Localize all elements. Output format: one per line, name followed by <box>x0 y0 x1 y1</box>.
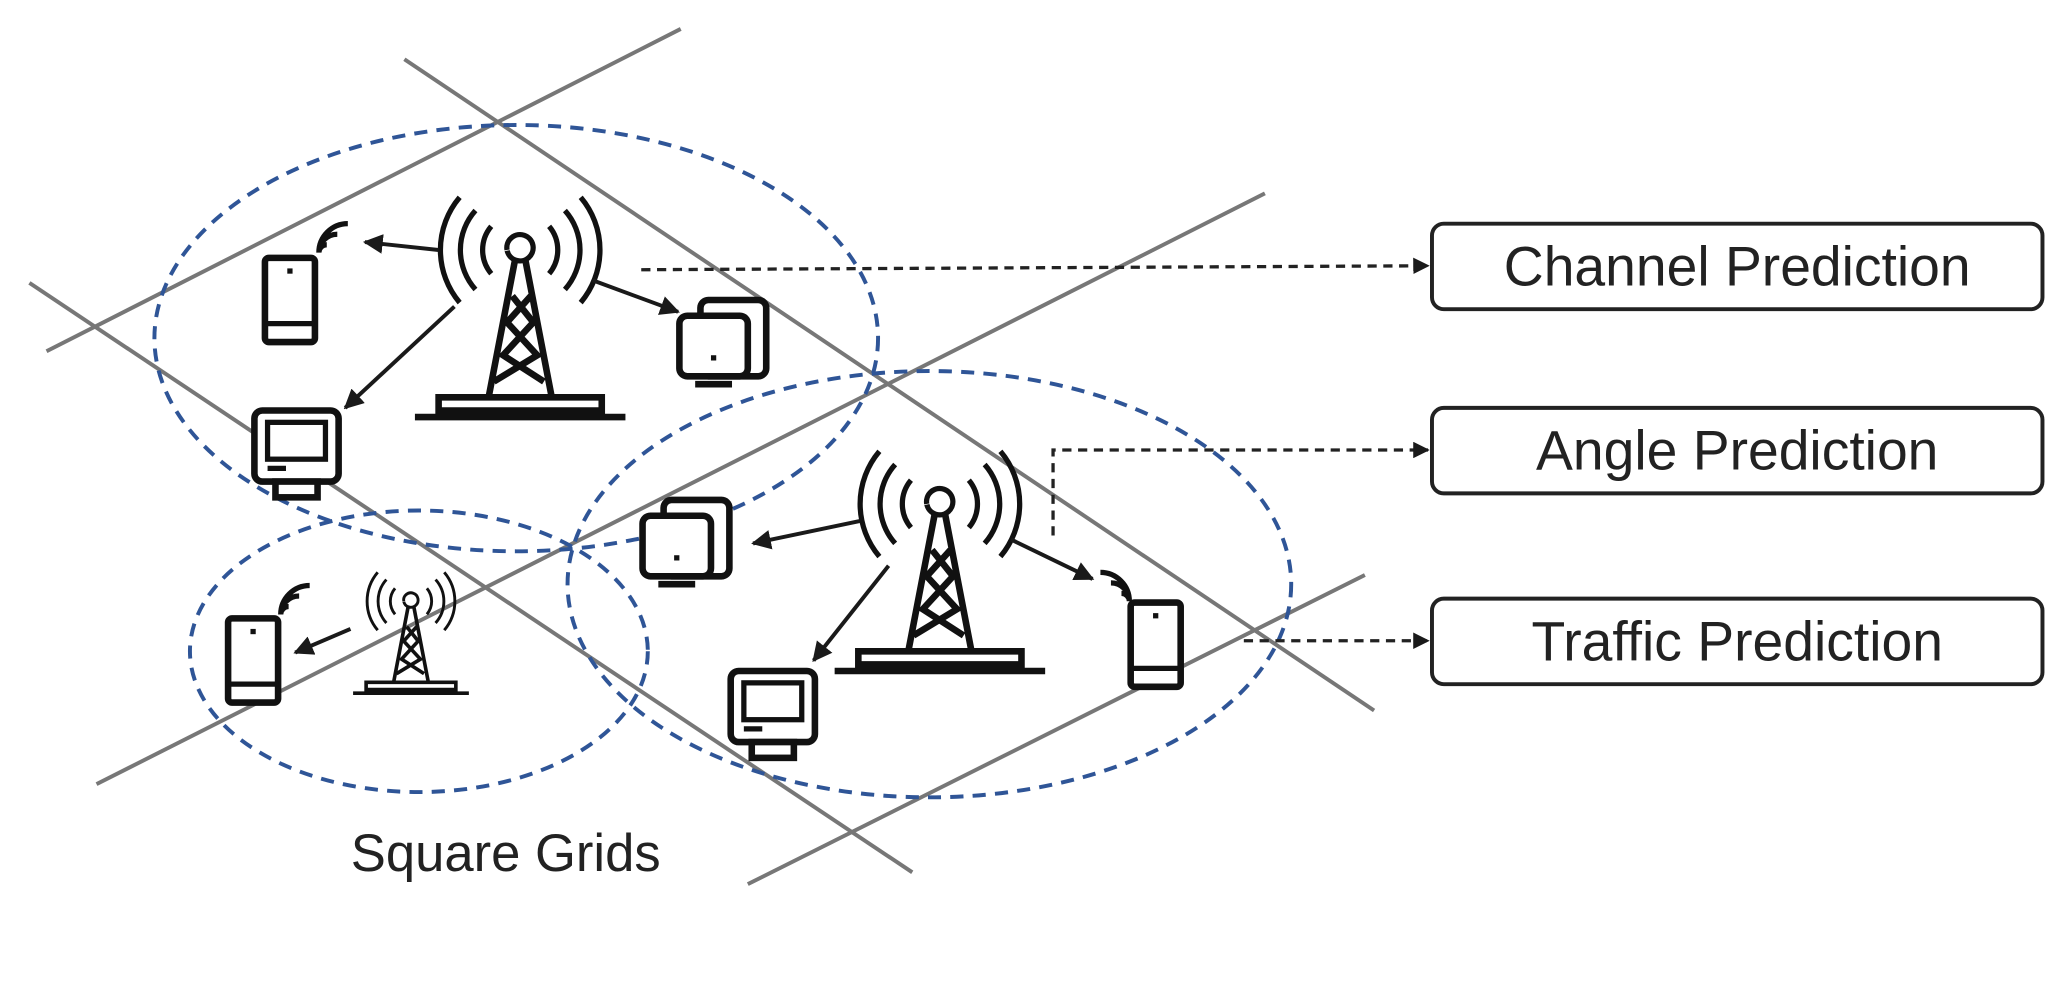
wifi-signal-icon <box>281 585 310 614</box>
link-arrow <box>293 627 352 655</box>
prediction-arrows <box>641 257 1430 649</box>
base-station-tower-icon <box>415 197 626 417</box>
prediction-label: Angle Prediction <box>1536 420 1938 482</box>
prediction-box-channel: Channel Prediction <box>1430 221 2045 312</box>
smartphone-icon <box>1131 603 1181 687</box>
dual-monitor-icon <box>643 500 730 584</box>
wifi-signal-icon <box>319 224 348 253</box>
square-grid-lines <box>28 27 1376 886</box>
computer-icon <box>731 671 815 758</box>
prediction-label: Channel Prediction <box>1504 236 1971 298</box>
computer-icon <box>254 411 338 498</box>
coverage-areas <box>152 123 1294 800</box>
dual-monitor-icon <box>679 300 766 384</box>
prediction-box-angle: Angle Prediction <box>1430 405 2045 496</box>
smartphone-icon <box>228 618 278 702</box>
coverage-area-2 <box>565 369 1294 800</box>
link-arrows <box>343 234 680 410</box>
base-station-tower-icon <box>835 451 1046 671</box>
coverage-area-1 <box>152 123 881 554</box>
smartphone-icon <box>265 258 315 342</box>
grid-label: Square Grids <box>351 824 661 883</box>
link-arrows <box>751 519 1095 663</box>
coverage-area-3 <box>187 508 650 795</box>
small-cell-tower-icon <box>351 570 471 695</box>
wifi-signal-icon <box>1100 572 1129 601</box>
prediction-label: Traffic Prediction <box>1531 610 1942 672</box>
prediction-box-traffic: Traffic Prediction <box>1430 596 2045 687</box>
